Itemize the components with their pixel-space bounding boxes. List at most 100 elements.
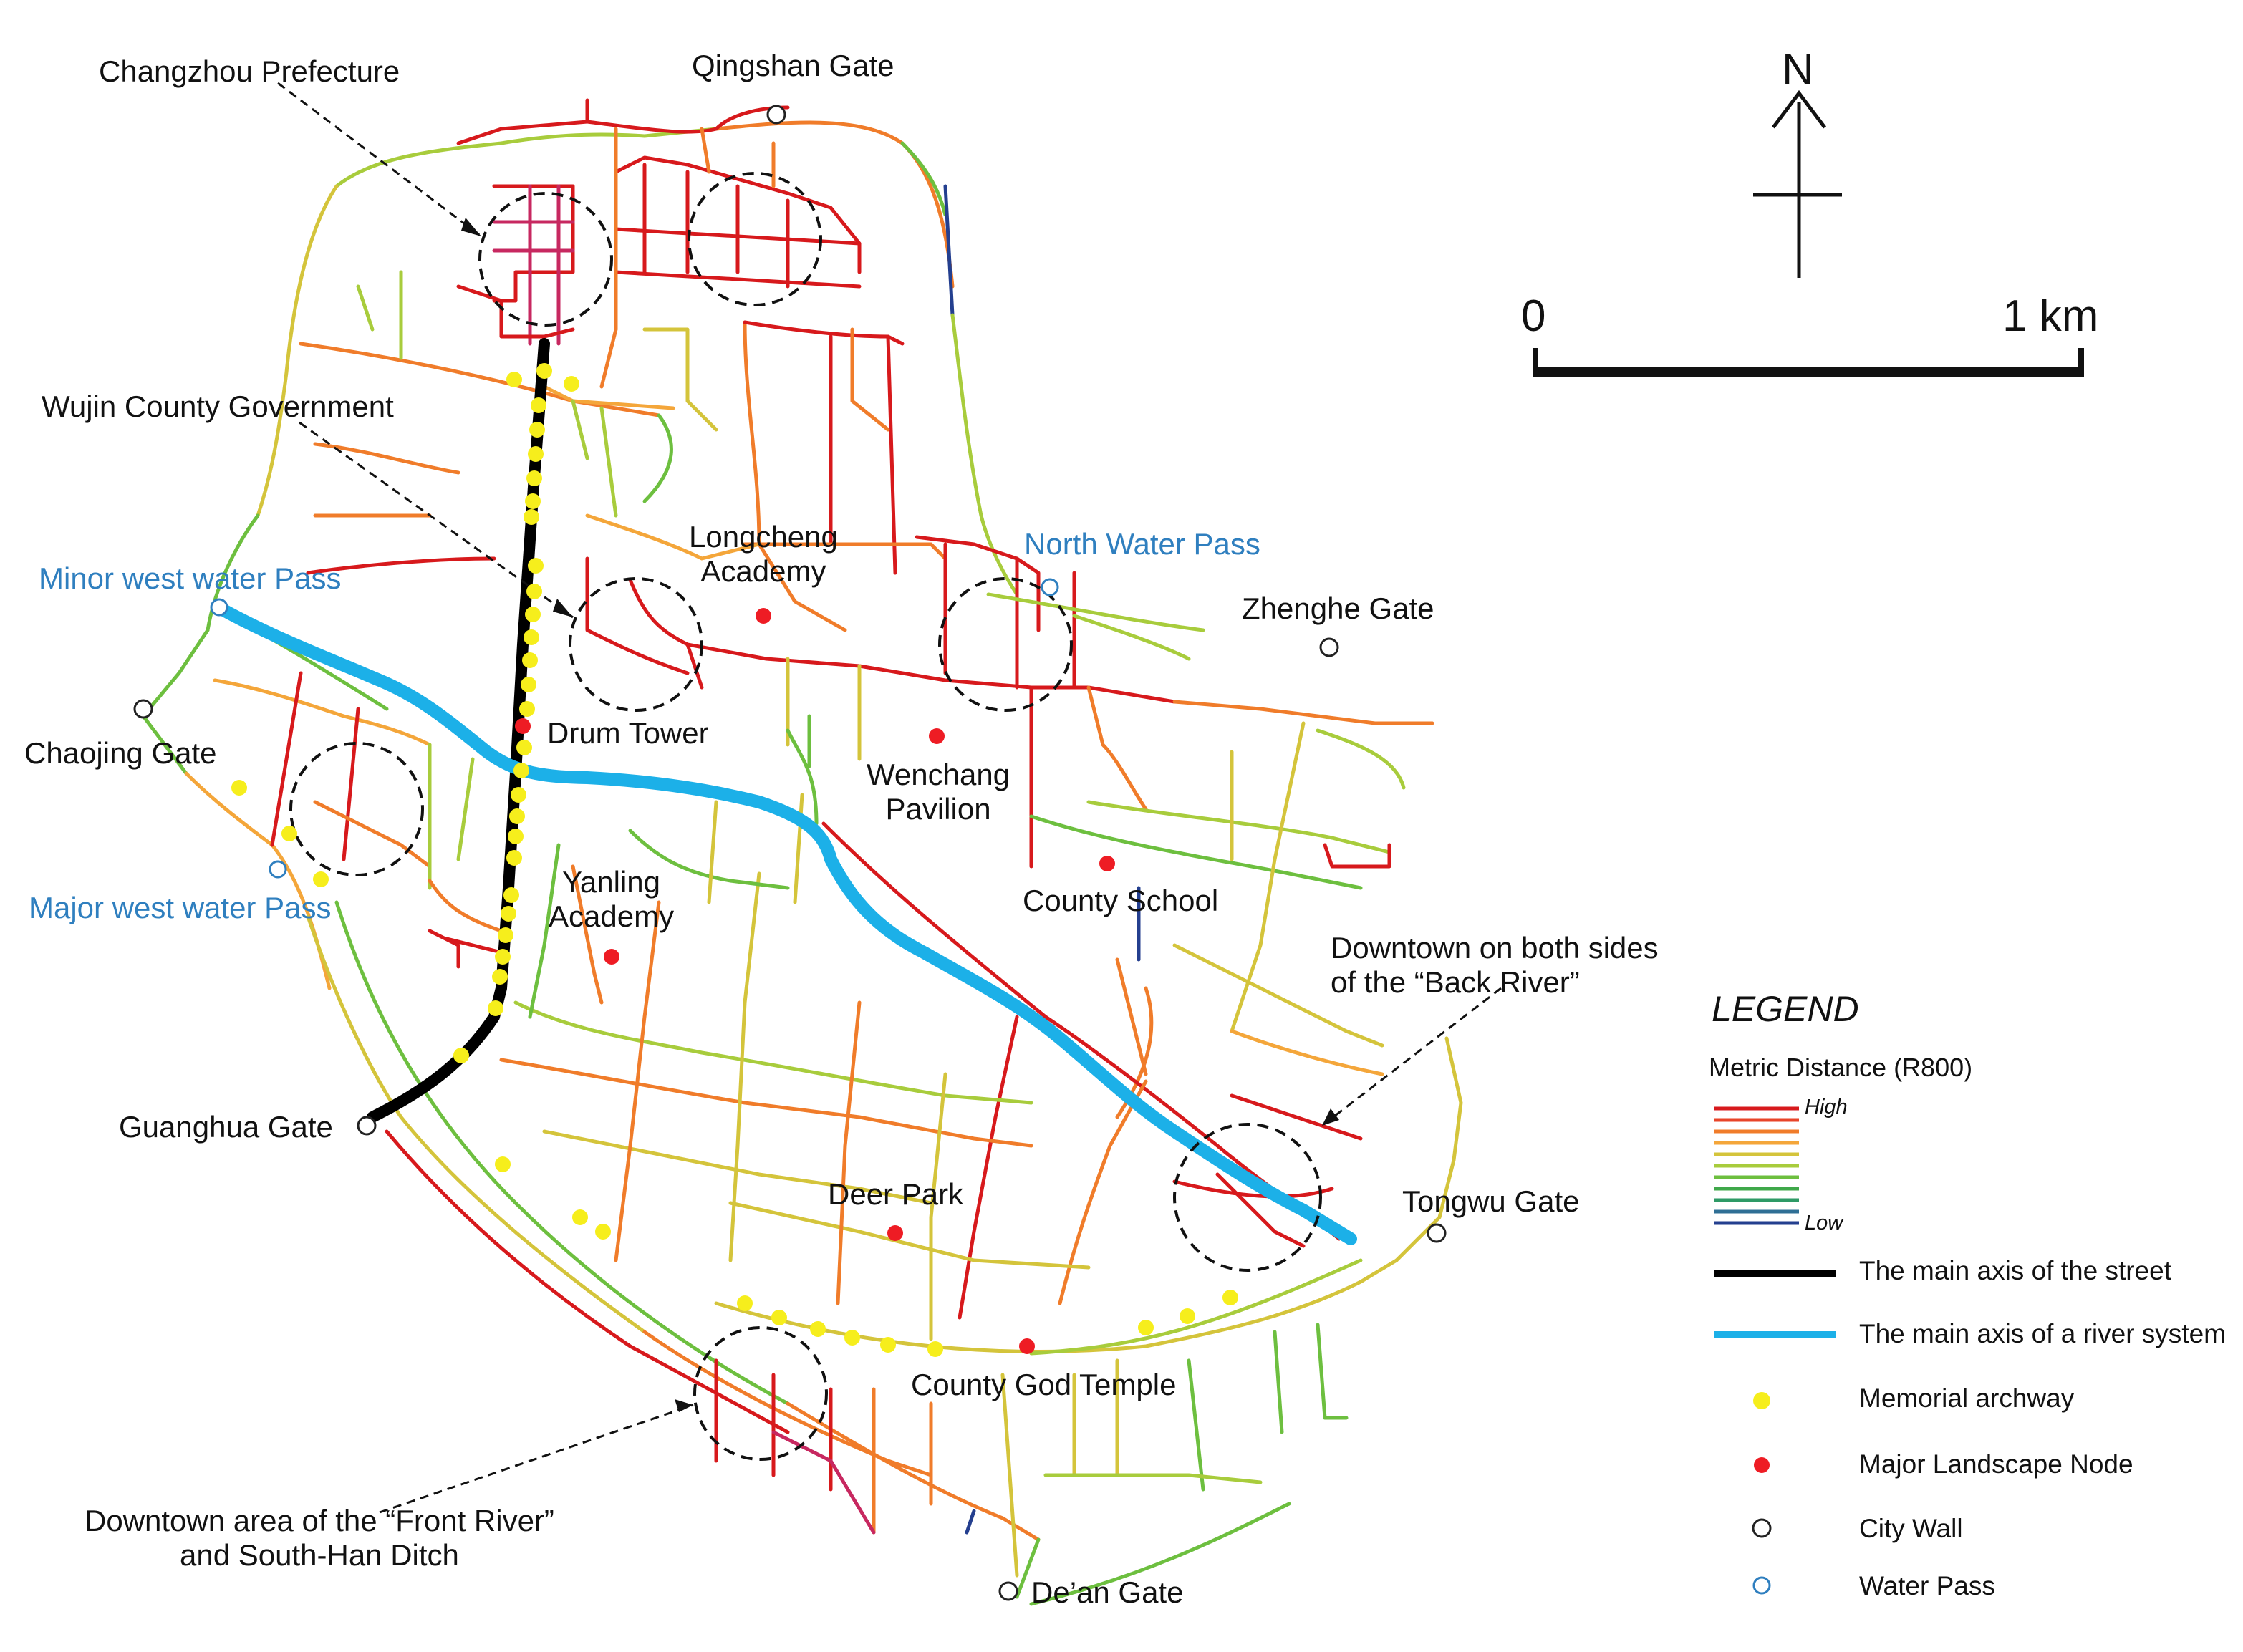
memorial-archway-marker <box>524 629 539 645</box>
label-drum-tower: Drum Tower <box>547 716 709 750</box>
memorial-archway-marker <box>508 829 524 844</box>
legend-item-water-pass: Water Pass <box>1859 1571 1995 1600</box>
memorial-archway-marker <box>492 969 508 985</box>
legend-symbol-landscape-node <box>1754 1457 1770 1473</box>
legend-item-city-wall: City Wall <box>1859 1514 1963 1543</box>
label-minor-west-water-pass: Minor west water Pass <box>39 561 342 595</box>
label-north-water-pass: North Water Pass <box>1024 527 1260 561</box>
memorial-archway-marker <box>516 740 532 755</box>
memorial-archway-marker <box>453 1048 469 1063</box>
memorial-archway-marker <box>525 607 541 622</box>
district-circle-back-river <box>1173 1123 1322 1272</box>
memorial-archway-marker <box>503 887 519 903</box>
memorial-archway-marker <box>1180 1308 1195 1324</box>
memorial-archway-marker <box>509 808 525 824</box>
label-deer-park: Deer Park <box>828 1177 964 1211</box>
city-wall-marker-qingshan <box>766 105 786 125</box>
memorial-archway-marker <box>506 372 522 387</box>
memorial-archway-marker <box>1222 1290 1238 1305</box>
legend-symbol-water-pass <box>1752 1576 1771 1595</box>
landscape-node-county-school <box>1099 856 1115 871</box>
memorial-archway-marker <box>737 1295 753 1311</box>
city-wall-marker-dean <box>998 1581 1018 1601</box>
memorial-archway-marker <box>526 470 542 486</box>
memorial-archway-marker <box>513 763 529 778</box>
district-circle-front-river <box>693 1326 828 1461</box>
district-circle-west <box>289 742 424 876</box>
label-chaojing-gate: Chaojing Gate <box>24 736 217 770</box>
leader-front-river <box>379 1404 694 1514</box>
district-circle-changzhou-prefecture <box>478 192 613 327</box>
water-pass-marker-minor-west <box>210 598 228 617</box>
memorial-archway-marker <box>519 701 535 717</box>
legend-symbols <box>1714 1270 1836 1595</box>
memorial-archway-marker <box>281 826 297 841</box>
north-label: N <box>1782 45 1814 95</box>
memorial-archway-marker <box>572 1209 588 1225</box>
label-changzhou-prefecture: Changzhou Prefecture <box>99 54 400 88</box>
leader-back-river <box>1321 987 1502 1127</box>
memorial-archway-marker <box>810 1321 826 1337</box>
label-county-god-temple: County God Temple <box>911 1368 1177 1401</box>
memorial-archway-marker <box>564 376 579 392</box>
district-circle-wujin-government <box>569 577 703 712</box>
label-qingshan-gate: Qingshan Gate <box>692 49 894 82</box>
memorial-archway-marker <box>521 677 536 692</box>
landscape-node-deer-park <box>887 1225 903 1241</box>
memorial-archway-marker <box>536 363 552 379</box>
label-dean-gate: De’an Gate <box>1031 1575 1184 1609</box>
memorial-archway-marker <box>927 1341 943 1357</box>
memorial-archway-marker <box>1138 1320 1154 1335</box>
memorial-archway-marker <box>528 558 544 574</box>
water-pass-marker-major-west <box>269 860 287 879</box>
legend-low-label: Low <box>1805 1212 1843 1235</box>
landscape-node-drum-tower <box>515 718 531 734</box>
arrowhead <box>461 218 481 236</box>
leader-wujin-government <box>299 421 574 619</box>
label-wujin-county-government: Wujin County Government <box>42 390 394 423</box>
legend-item-memorial-archway: Memorial archway <box>1859 1383 2075 1413</box>
city-wall-marker-guanghua <box>357 1116 377 1136</box>
legend-item-street-axis: The main axis of the street <box>1859 1256 2171 1285</box>
scale-end-label: 1 km <box>2002 291 2099 341</box>
memorial-archway-marker <box>595 1224 611 1240</box>
label-downtown-back-river: Downtown on both sides of the “Back Rive… <box>1331 931 1659 1000</box>
label-tongwu-gate: Tongwu Gate <box>1402 1184 1580 1218</box>
legend-symbol-city-wall <box>1752 1518 1772 1538</box>
memorial-archway-marker <box>522 652 538 668</box>
street-segments <box>141 98 1463 1606</box>
memorial-archway-marker <box>525 493 541 509</box>
memorial-archway-marker <box>880 1337 896 1353</box>
memorial-archway-marker <box>488 1000 503 1016</box>
label-county-school: County School <box>1023 884 1219 917</box>
legend-subtitle: Metric Distance (R800) <box>1709 1053 1973 1082</box>
label-downtown-front-river: Downtown area of the “Front River” and S… <box>85 1504 554 1573</box>
legend-color-ramp <box>1714 1106 1799 1225</box>
memorial-archway-marker <box>511 787 526 803</box>
landscape-node-longcheng-academy <box>756 608 771 624</box>
label-longcheng-academy: Longcheng Academy <box>689 520 838 589</box>
arrowhead <box>675 1399 693 1412</box>
memorial-archway-marker <box>506 850 522 866</box>
leader-changzhou-prefecture <box>277 82 482 238</box>
landscape-node-yanling-academy <box>604 949 619 965</box>
memorial-archway-marker <box>495 1156 511 1172</box>
memorial-archway-marker <box>524 509 539 525</box>
legend-item-river-axis: The main axis of a river system <box>1859 1319 2226 1348</box>
legend-symbol-memorial-archway <box>1753 1392 1770 1409</box>
memorial-archway-marker <box>528 446 544 462</box>
scale-bar <box>1533 348 2084 377</box>
memorial-archway-marker <box>231 780 247 796</box>
label-guanghua-gate: Guanghua Gate <box>119 1110 333 1144</box>
river-axis <box>212 601 1357 1245</box>
scale-start-label: 0 <box>1521 291 1546 341</box>
arrowhead <box>1322 1108 1339 1126</box>
legend-item-landscape-node: Major Landscape Node <box>1859 1449 2133 1479</box>
legend-high-label: High <box>1805 1096 1848 1119</box>
legend-title: LEGEND <box>1712 989 1859 1029</box>
memorial-archway-marker <box>771 1310 787 1325</box>
water-pass-marker-north <box>1041 578 1059 596</box>
memorial-archway-marker <box>498 927 513 943</box>
label-major-west-water-pass: Major west water Pass <box>29 891 332 924</box>
